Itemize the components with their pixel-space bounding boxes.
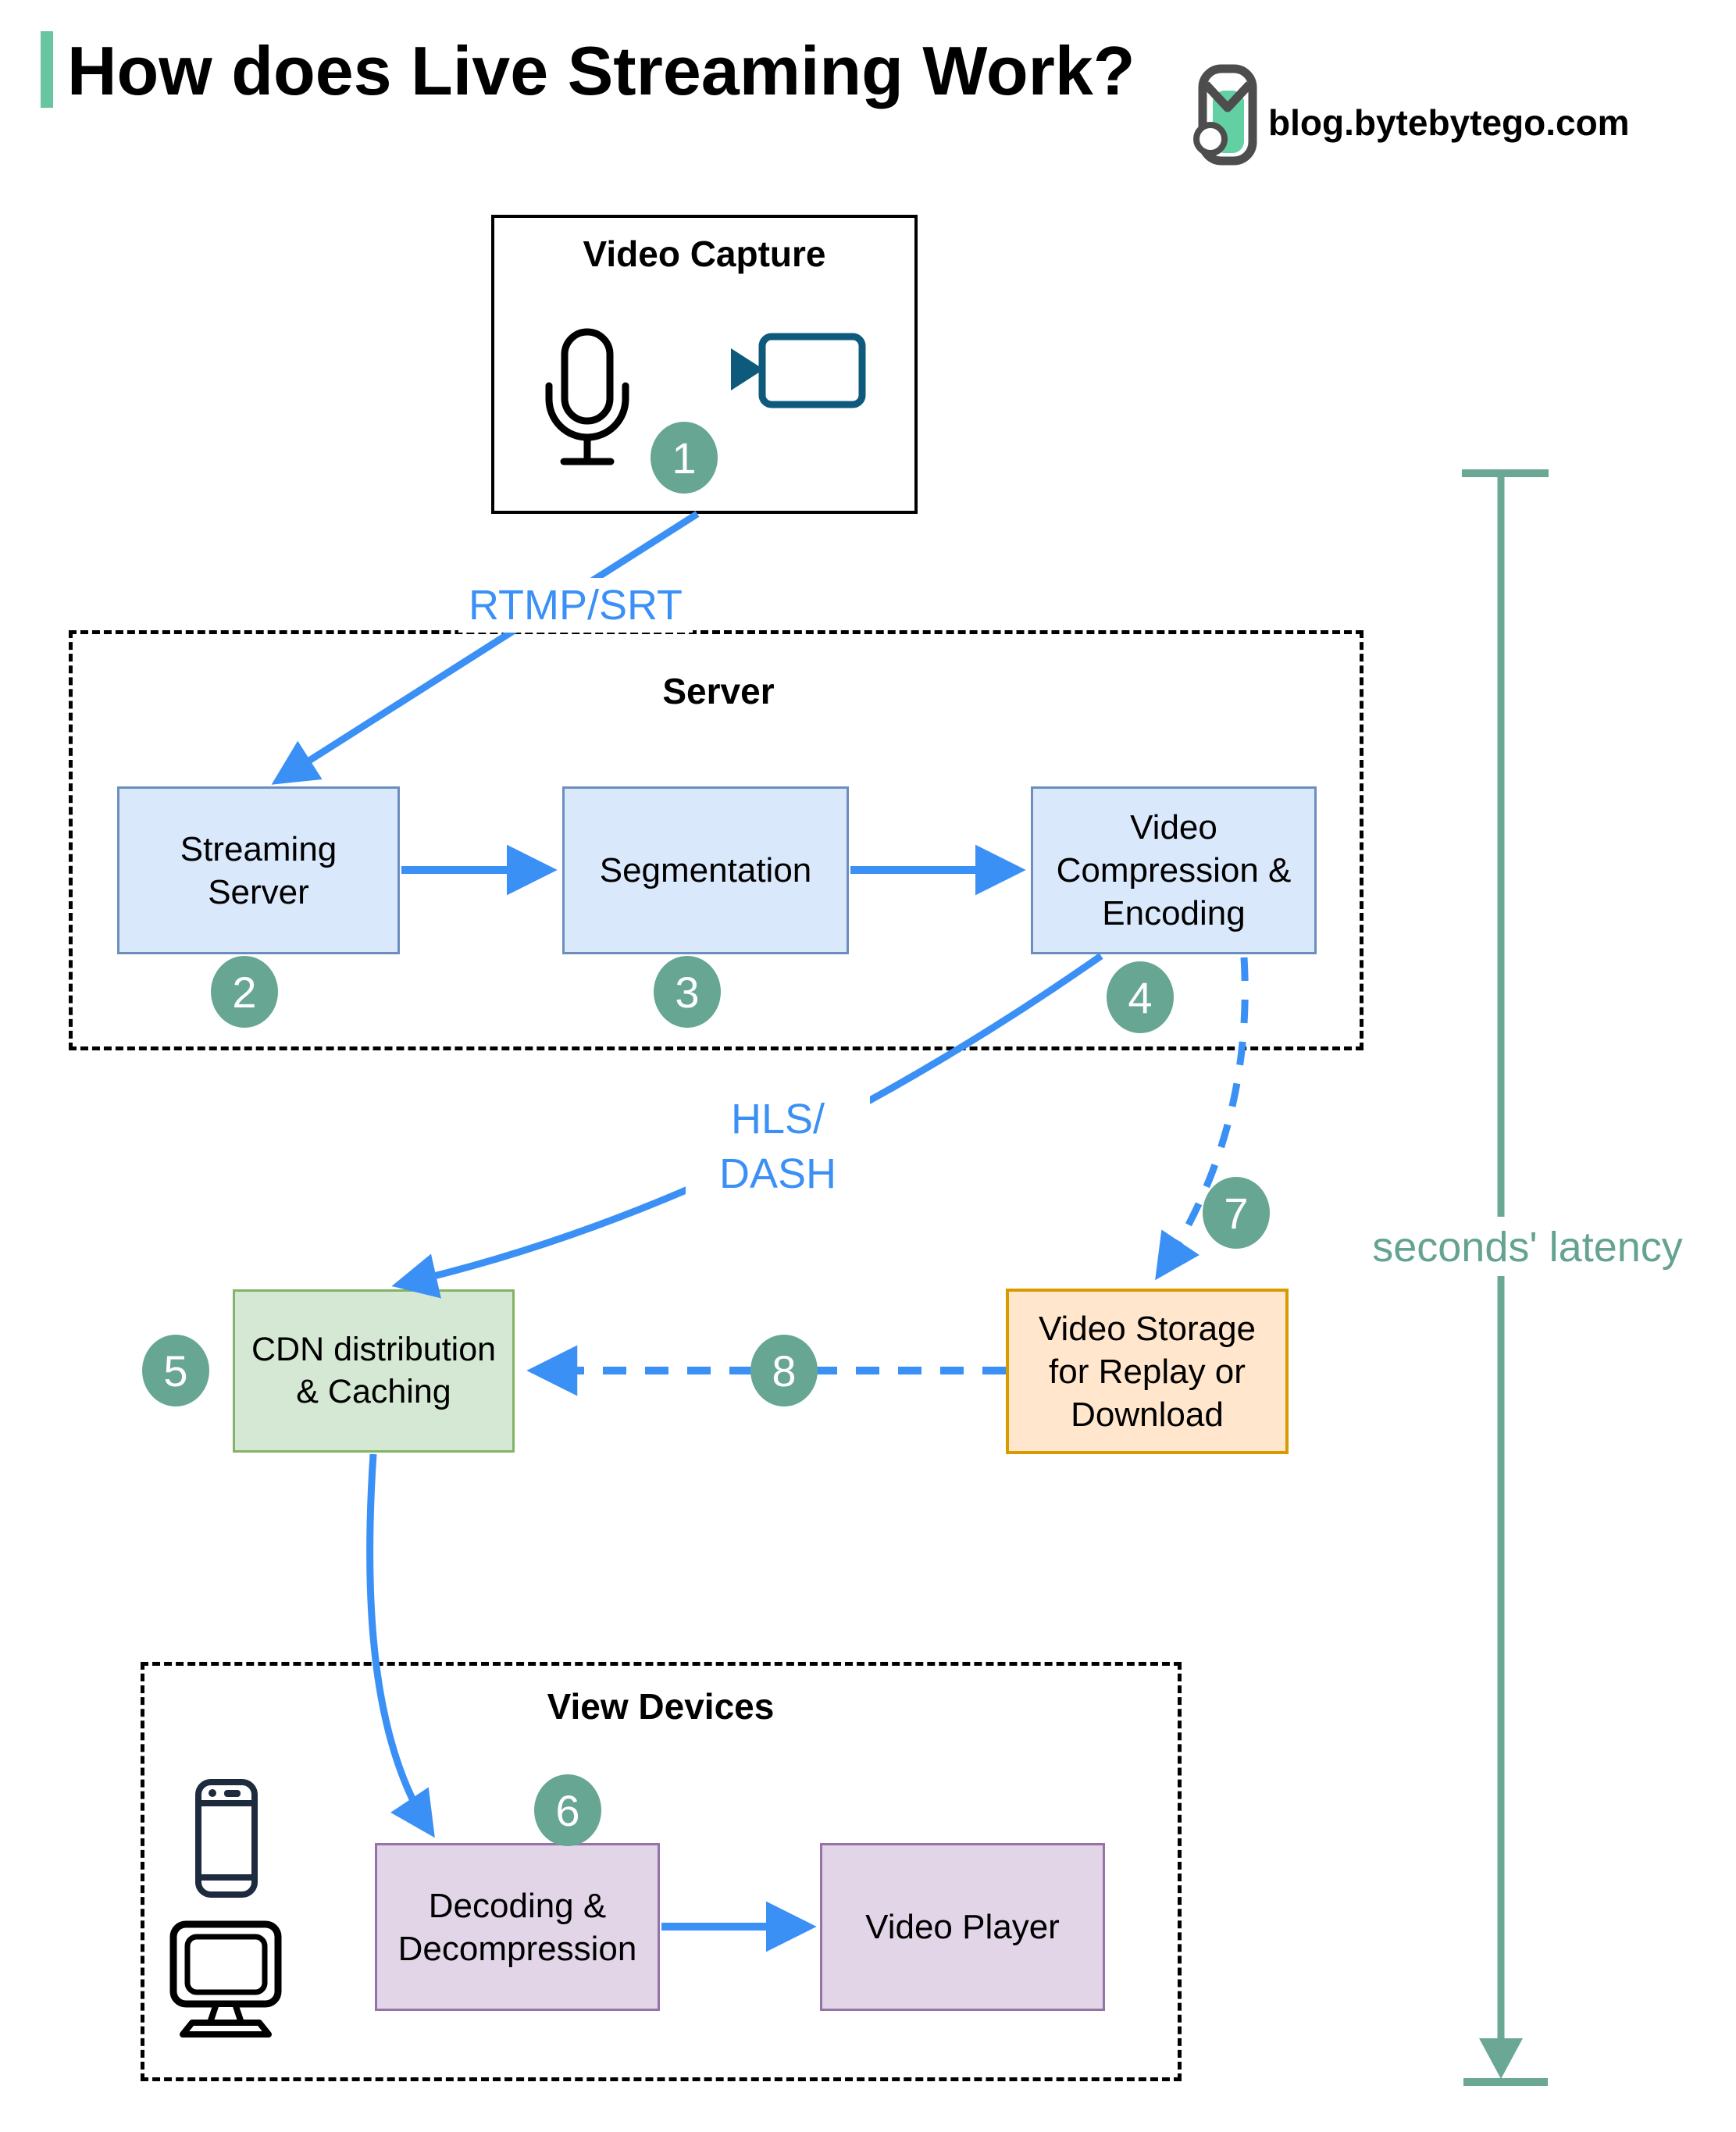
page-title: How does Live Streaming Work? xyxy=(67,32,1135,109)
segmentation-label: Segmentation xyxy=(599,851,812,890)
step-badge-5: 5 xyxy=(142,1335,209,1406)
decoding-label: Decoding & Decompression xyxy=(397,1886,637,1968)
compression-label: Video Compression & Encoding xyxy=(1056,808,1292,932)
step-badge-1: 1 xyxy=(651,422,718,494)
view-devices-group-label: View Devices xyxy=(547,1686,775,1727)
step-badge-3: 3 xyxy=(654,956,721,1028)
step-badge-4: 4 xyxy=(1107,961,1174,1033)
video-storage-node: Video Storage for Replay or Download xyxy=(1006,1289,1289,1454)
latency-measure-line xyxy=(1462,469,1549,2086)
compression-node: Video Compression & Encoding xyxy=(1031,786,1317,954)
server-group-label: Server xyxy=(662,671,775,711)
title-accent-bar xyxy=(41,31,53,108)
view-devices-group-box xyxy=(141,1662,1182,2081)
step-badge-2: 2 xyxy=(211,956,278,1028)
bytebytego-logo-icon xyxy=(1193,64,1257,166)
dash-line: DASH xyxy=(718,1150,837,1198)
segmentation-node: Segmentation xyxy=(562,786,849,954)
site-url-label: blog.bytebytego.com xyxy=(1268,102,1630,143)
latency-label: seconds' latency xyxy=(1356,1223,1699,1271)
streaming-server-label: Streaming Server xyxy=(180,829,337,911)
hls-dash-protocol-label: HLS/ DASH xyxy=(686,1092,870,1202)
step-badge-6: 6 xyxy=(534,1774,601,1846)
video-player-label: Video Player xyxy=(865,1908,1060,1946)
rtmp-protocol-label: RTMP/SRT xyxy=(458,578,693,633)
streaming-server-node: Streaming Server xyxy=(117,786,400,954)
step-badge-7: 7 xyxy=(1203,1177,1270,1249)
cdn-node: CDN distribution & Caching xyxy=(233,1289,515,1453)
decoding-node: Decoding & Decompression xyxy=(375,1843,660,2011)
video-capture-label: Video Capture xyxy=(583,234,826,274)
hls-line: HLS/ xyxy=(730,1096,825,1143)
video-storage-label: Video Storage for Replay or Download xyxy=(1038,1309,1257,1434)
video-player-node: Video Player xyxy=(820,1843,1105,2011)
step-badge-8: 8 xyxy=(750,1335,818,1406)
cdn-label: CDN distribution & Caching xyxy=(251,1330,497,1410)
